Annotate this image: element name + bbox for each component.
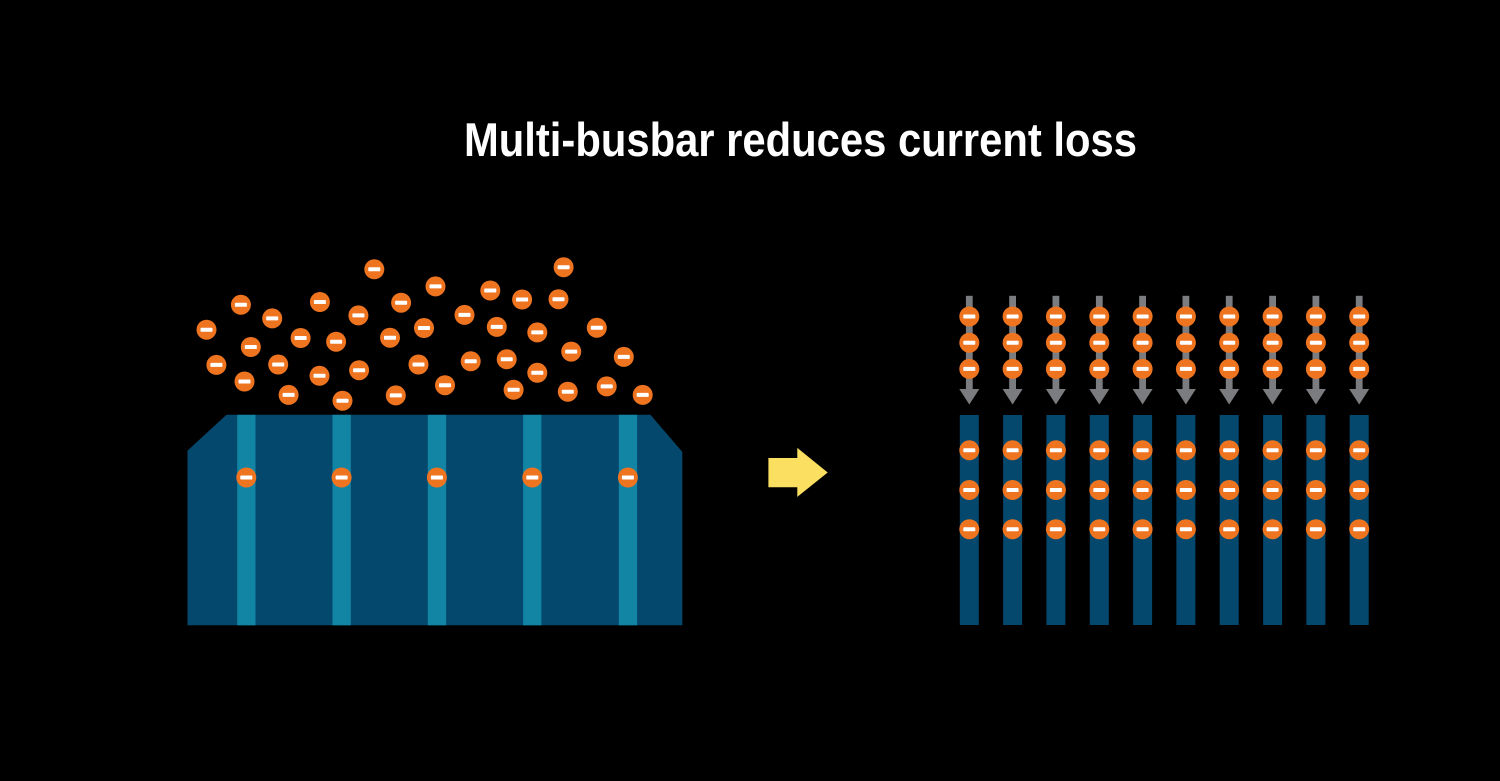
svg-text:Multi-busbar reduces current l: Multi-busbar reduces current loss <box>464 114 1137 167</box>
